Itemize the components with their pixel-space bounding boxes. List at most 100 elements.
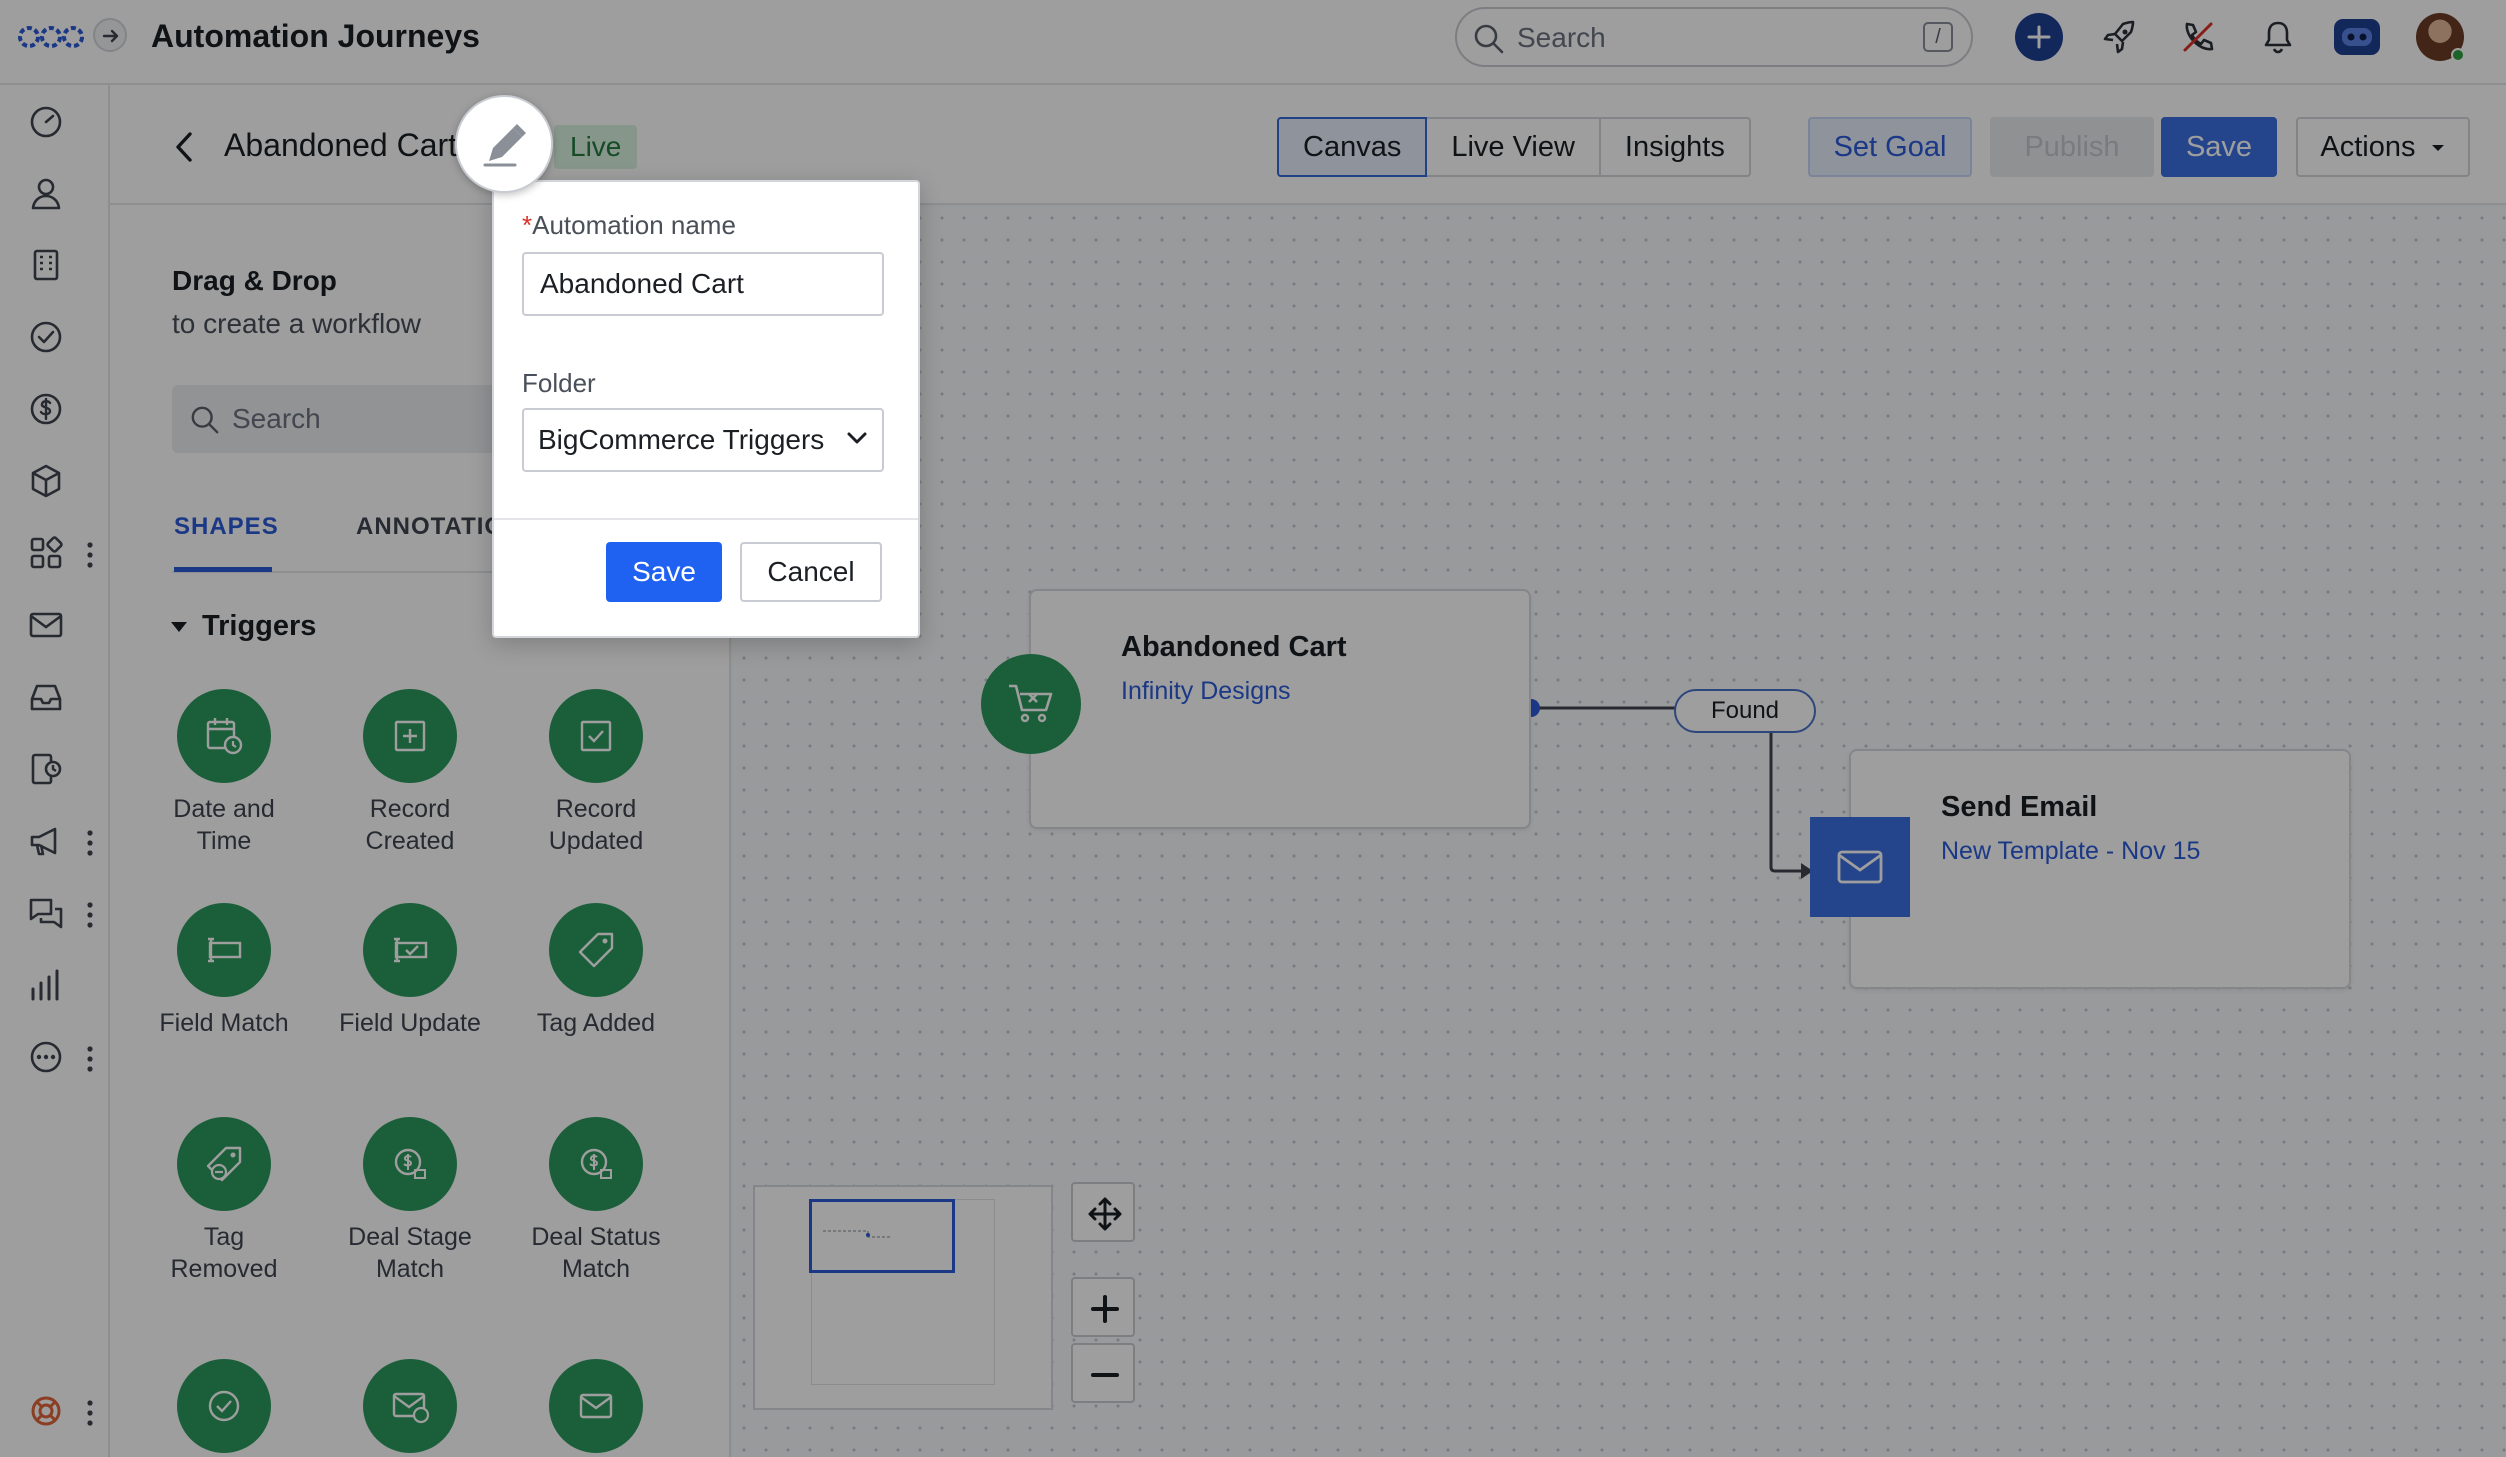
zoom-in-button[interactable] [1071, 1277, 1135, 1337]
nav-apps[interactable] [26, 533, 70, 577]
view-tabs: Canvas Live View Insights [1277, 117, 1751, 177]
action-node[interactable]: Send Email New Template - Nov 15 [1849, 749, 2351, 989]
popover-divider [494, 518, 918, 520]
global-search-input[interactable] [1517, 19, 1877, 57]
check-circle-icon [177, 1359, 271, 1453]
trigger-node[interactable]: Abandoned Cart Infinity Designs [1029, 589, 1531, 829]
back-button[interactable] [172, 129, 196, 165]
shape-deal-stage-match[interactable]: Deal Stage Match [335, 1117, 485, 1285]
tab-canvas[interactable]: Canvas [1277, 117, 1428, 177]
folder-select[interactable]: BigCommerce Triggers [522, 408, 884, 472]
search-icon [1474, 24, 1504, 54]
mail-icon [29, 612, 63, 638]
field-update-icon [363, 903, 457, 997]
folder-label: Folder [522, 368, 596, 398]
shape-tag-added[interactable]: Tag Added [521, 903, 671, 1039]
shape-email[interactable] [521, 1359, 671, 1457]
nav-more[interactable] [26, 1037, 70, 1081]
mail-clock-icon [363, 1359, 457, 1453]
more-circle-icon [30, 1041, 62, 1073]
app-logo-icon[interactable] [18, 20, 84, 54]
user-avatar[interactable] [2416, 13, 2465, 62]
popover-cancel-button[interactable]: Cancel [740, 542, 882, 602]
panel-subtitle: to create a workflow [172, 308, 421, 339]
nav-deals[interactable] [26, 389, 70, 433]
nav-products[interactable] [26, 461, 70, 505]
expand-nav-button[interactable] [93, 18, 127, 52]
app-title: Automation Journeys [151, 18, 480, 54]
journey-name: Abandoned Cart [224, 127, 458, 163]
zoom-out-button[interactable] [1071, 1343, 1135, 1403]
phone-disabled-button[interactable] [2173, 12, 2223, 62]
connector-label-found[interactable]: Found [1674, 689, 1816, 733]
shape-tag-removed[interactable]: Tag Removed [149, 1117, 299, 1285]
nav-conversations-more-icon[interactable] [86, 900, 94, 930]
nav-tasks[interactable] [26, 317, 70, 361]
nav-inbox[interactable] [26, 677, 70, 721]
pan-button[interactable] [1071, 1182, 1135, 1242]
global-search[interactable]: / [1455, 7, 1973, 67]
actions-dropdown[interactable]: Actions [2296, 117, 2470, 177]
shape-label: Date and Time [173, 795, 275, 855]
lifebuoy-icon [31, 1396, 61, 1426]
robot-icon [2342, 28, 2372, 46]
nav-help[interactable] [26, 1391, 70, 1435]
rocket-button[interactable] [2095, 12, 2145, 62]
field-match-icon [177, 903, 271, 997]
create-new-button[interactable] [2015, 13, 2063, 61]
edit-name-button[interactable] [455, 95, 553, 193]
save-button[interactable]: Save [2161, 117, 2277, 177]
actions-label: Actions [2320, 131, 2416, 163]
tab-insights[interactable]: Insights [1598, 117, 1751, 177]
bell-icon [2264, 21, 2292, 54]
nav-email[interactable] [26, 605, 70, 649]
plus-icon [2027, 25, 2051, 49]
notifications-button[interactable] [2253, 12, 2303, 62]
tab-live-view[interactable]: Live View [1425, 117, 1601, 177]
check-square-icon [549, 689, 643, 783]
shape-label: Record Created [365, 795, 455, 855]
nav-more-dots-icon[interactable] [86, 1044, 94, 1074]
trigger-node-subtitle[interactable]: Infinity Designs [1121, 677, 1291, 705]
assistant-bot-button[interactable] [2334, 19, 2380, 55]
nav-accounts[interactable] [26, 245, 70, 289]
set-goal-button[interactable]: Set Goal [1808, 117, 1972, 177]
nav-apps-more-icon[interactable] [86, 540, 94, 570]
nav-help-more-icon[interactable] [86, 1398, 94, 1428]
shape-date-and-time[interactable]: Date and Time [149, 689, 299, 857]
workflow-canvas[interactable]: Abandoned Cart Infinity Designs Found Se… [733, 207, 2506, 1457]
nav-reports[interactable] [26, 965, 70, 1009]
publish-button[interactable]: Publish [1990, 117, 2154, 177]
triggers-section-toggle[interactable]: Triggers [170, 610, 316, 643]
calendar-clock-icon [177, 689, 271, 783]
nav-automations[interactable] [26, 749, 70, 793]
mail-icon [549, 1359, 643, 1453]
action-node-subtitle[interactable]: New Template - Nov 15 [1941, 837, 2201, 865]
popover-save-button[interactable]: Save [606, 542, 722, 602]
nav-contacts[interactable] [26, 173, 70, 217]
folder-selected-value: BigCommerce Triggers [538, 424, 825, 455]
shape-label: Record Updated [548, 795, 644, 855]
shape-field-update[interactable]: Field Update [335, 903, 485, 1039]
automation-name-input[interactable] [522, 252, 884, 316]
shape-label: Deal Status Match [531, 1223, 661, 1283]
nav-dashboard[interactable] [26, 101, 70, 145]
deal-status-icon [549, 1117, 643, 1211]
shape-record-updated[interactable]: Record Updated [521, 689, 671, 857]
nav-campaigns[interactable] [26, 821, 70, 865]
shape-record-created[interactable]: Record Created [335, 689, 485, 857]
shape-deal-status-match[interactable]: Deal Status Match [521, 1117, 671, 1285]
tab-divider [172, 571, 731, 573]
online-status-dot [2451, 48, 2465, 62]
tab-shapes[interactable]: SHAPES [174, 513, 279, 540]
shape-label: Tag Added [536, 1009, 656, 1037]
shape-email-timed[interactable] [335, 1359, 485, 1457]
shape-field-match[interactable]: Field Match [149, 903, 299, 1039]
nav-campaigns-more-icon[interactable] [86, 828, 94, 858]
canvas-minimap[interactable] [753, 1185, 1053, 1410]
shape-task-completed[interactable] [149, 1359, 299, 1457]
minimap-viewport[interactable] [809, 1199, 955, 1273]
cart-x-icon [981, 654, 1081, 754]
nav-conversations[interactable] [26, 893, 70, 937]
